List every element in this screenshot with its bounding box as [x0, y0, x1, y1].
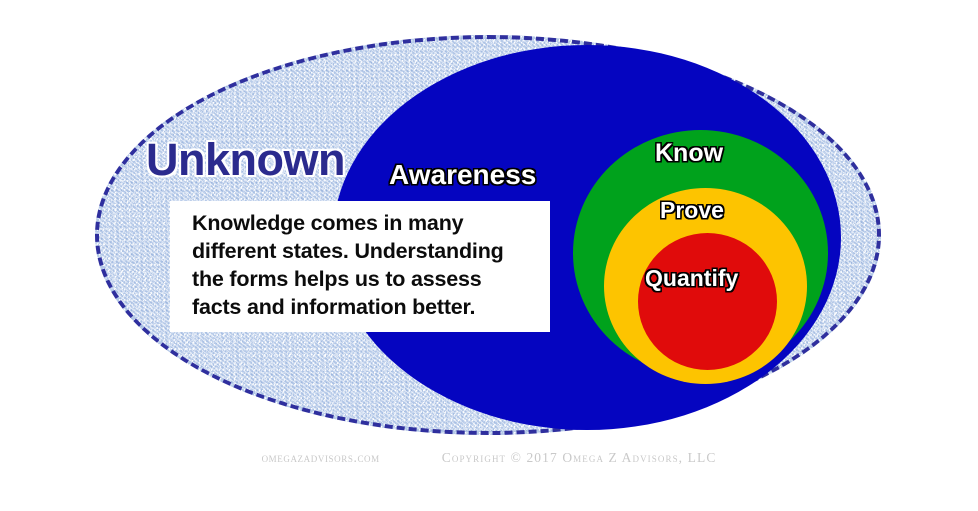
caption-line-2: different states. Understanding [192, 238, 504, 263]
caption-line-4: facts and information better. [192, 294, 476, 319]
label-unknown: Unknown [146, 134, 345, 185]
caption-line-1: Knowledge comes in many [192, 211, 464, 235]
footer: omegazadvisors.com Copyright © 2017 Omeg… [0, 449, 978, 466]
label-prove: Prove [660, 197, 724, 223]
footer-copyright: Copyright © 2017 Omega Z Advisors, LLC [441, 449, 717, 465]
caption-box: Knowledge comes in many different states… [170, 201, 550, 332]
caption-line-3: the forms helps us to assess [192, 266, 482, 291]
label-know: Know [655, 139, 724, 167]
label-quantify: Quantify [645, 265, 739, 291]
region-quantify [638, 233, 777, 370]
footer-website: omegazadvisors.com [261, 449, 380, 465]
label-awareness: Awareness [389, 159, 537, 190]
